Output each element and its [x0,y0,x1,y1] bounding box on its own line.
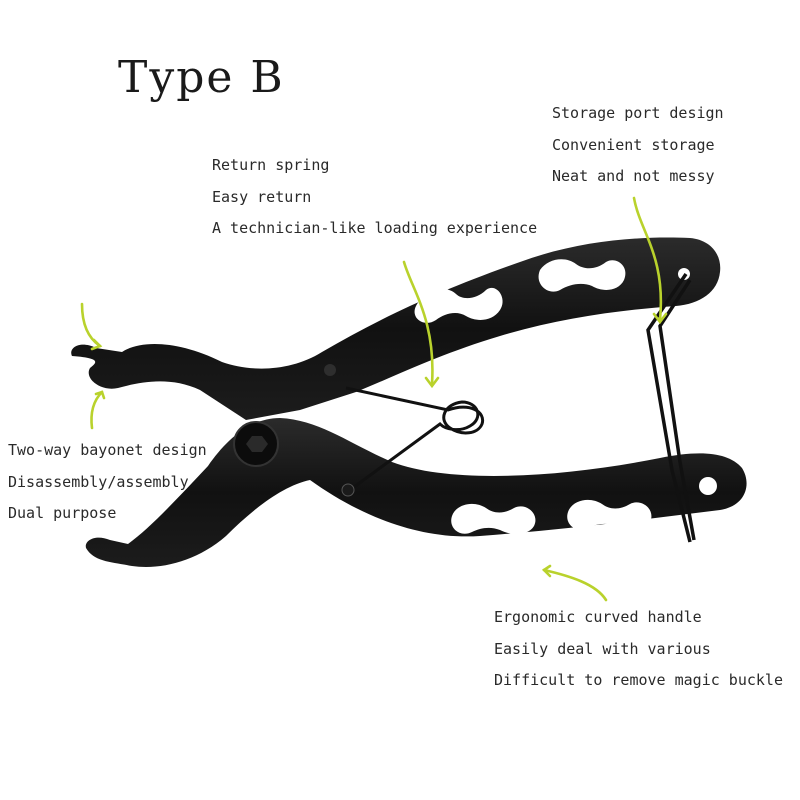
storage-clip [646,273,692,543]
caption-line: Neat and not messy [552,167,715,185]
spring-pin [341,483,355,497]
curved-arrow-icon [94,390,106,400]
curved-arrow-icon [90,338,103,351]
return-spring [345,386,485,492]
caption-line: Dual purpose [8,504,117,522]
caption-line: Easy return [212,187,312,206]
curved-arrow-icon [652,312,668,325]
caption-line: Convenient storage [552,135,715,154]
upper-slot-1 [414,287,503,323]
caption-line: Ergonomic curved handle [494,608,702,626]
curved-arrow-icon [80,302,102,348]
lower-hole [699,477,717,495]
caption-line: Two-way bayonet design [8,441,207,459]
caption-handle: Ergonomic curved handle Easily deal with… [494,602,783,697]
pivot-star [246,436,268,452]
caption-line: Return spring [212,156,330,174]
curved-arrow-icon [542,568,608,602]
caption-line: Easily deal with various [494,639,711,658]
curved-arrow-icon [90,390,104,430]
lower-slot-2 [567,499,652,531]
curved-arrow-icon [402,260,434,386]
upper-slot-2 [538,259,626,292]
caption-line: Difficult to remove magic buckle [494,671,783,689]
curved-arrow-icon [632,196,663,322]
caption-line: Storage port design [552,104,724,122]
upper-arm [71,237,721,420]
caption-bayonet: Two-way bayonet design Disassembly/assem… [8,435,207,530]
caption-line: A technician-like loading experience [212,219,538,237]
lower-slot-1 [451,503,536,535]
page-title: Type B [118,52,285,103]
rivet [324,364,336,376]
curved-arrow-icon [424,376,440,389]
caption-storage-port: Storage port design Convenient storage N… [552,98,724,193]
curved-arrow-icon [541,564,552,578]
caption-line: Disassembly/assembly [8,472,189,491]
caption-return-spring: Return spring Easy return A technician-l… [212,150,537,245]
storage-clip-2 [658,279,696,541]
